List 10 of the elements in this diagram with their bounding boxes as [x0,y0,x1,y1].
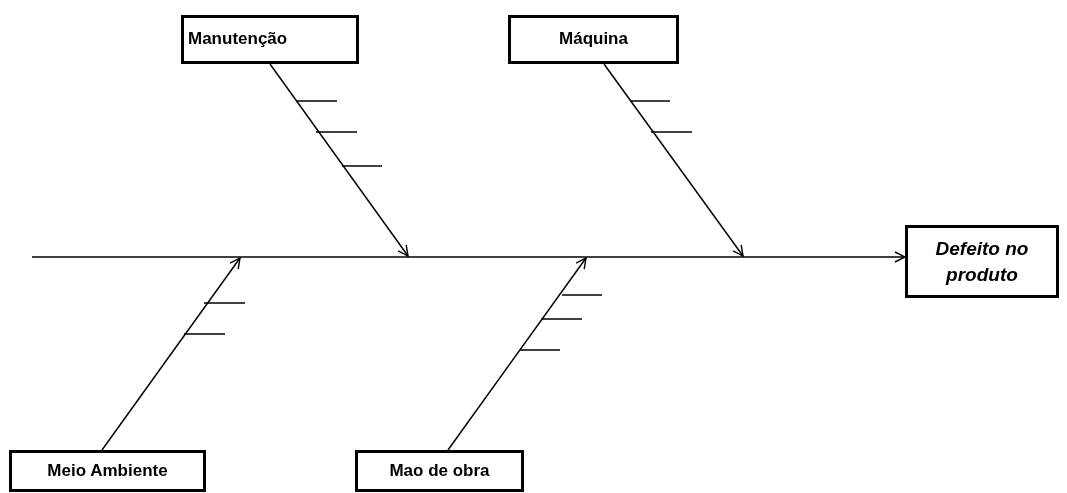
cause-box: Máquina [508,15,679,64]
cause-box: Mao de obra [355,450,524,492]
branch-arrow [269,63,409,257]
cause-box: Manutenção [181,15,359,64]
effect-box: Defeito no produto [905,225,1059,298]
branch-arrow [101,257,241,451]
branch-arrow [603,63,744,257]
cause-box: Meio Ambiente [9,450,206,492]
spine-arrow [31,251,906,263]
branch-arrow [447,257,587,451]
